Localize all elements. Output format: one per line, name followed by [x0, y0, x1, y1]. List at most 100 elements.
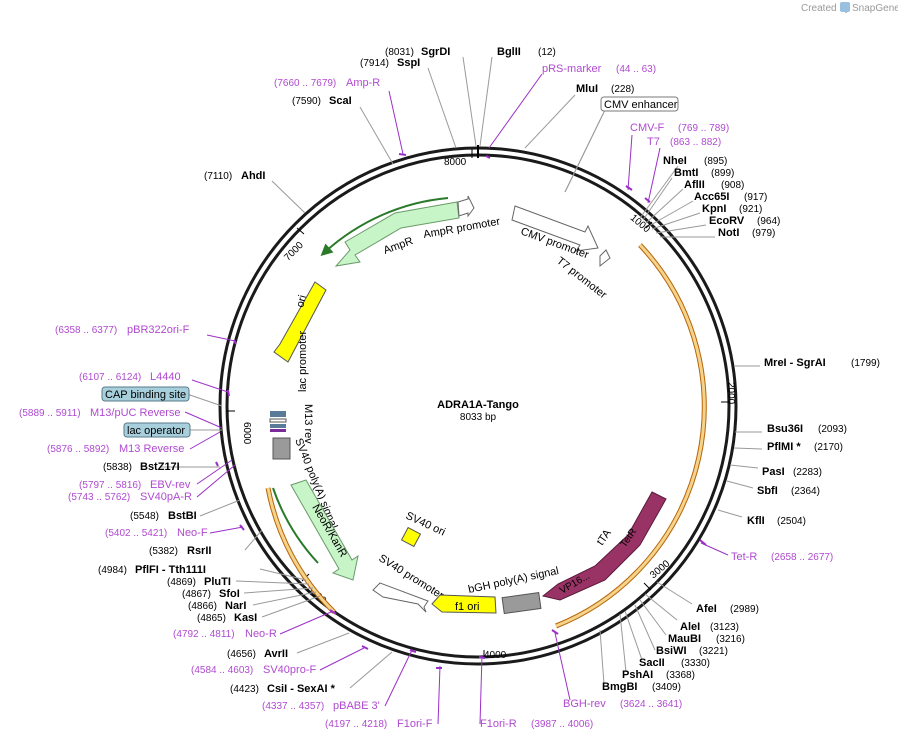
- primer-pos: (5876 .. 5892): [47, 444, 109, 455]
- sv40-polya-feature: [272, 437, 291, 460]
- primer-name: CMV-F: [630, 122, 665, 134]
- enzyme-name: AhdI: [241, 170, 265, 182]
- enzyme-name: MluI: [576, 83, 598, 95]
- ampr-label: AmpR: [382, 235, 415, 257]
- enzyme-pos: (917): [744, 192, 767, 203]
- enzyme-name: CsiI - SexAI *: [267, 683, 336, 695]
- enzyme-name: NarI: [225, 600, 246, 612]
- enzyme-pos: (895): [704, 156, 727, 167]
- enzyme-pos: (3409): [652, 682, 681, 693]
- tick-label: 2000: [725, 382, 736, 405]
- plasmid-name: ADRA1A-Tango: [437, 399, 519, 411]
- primer-pos: (5402 .. 5421): [105, 528, 167, 539]
- enzyme-pos: (979): [752, 228, 775, 239]
- enzyme-pos: (4865): [197, 613, 226, 624]
- enzyme-name: AleI: [680, 621, 700, 633]
- enzyme-name: NheI: [663, 155, 687, 167]
- cmv-enhancer-label: CMV enhancer: [604, 99, 678, 111]
- primer-name: pRS-marker: [542, 63, 602, 75]
- enzyme-pos: (8031): [385, 47, 414, 58]
- primer-name: F1ori-F: [397, 718, 433, 730]
- primer-pos: (863 .. 882): [670, 137, 721, 148]
- enzyme-name: BstZ17I: [140, 461, 180, 473]
- primer-pos: (5797 .. 5816): [79, 480, 141, 491]
- primer-pos: (4337 .. 4357): [262, 701, 324, 712]
- enzyme-name: BmgBI: [602, 681, 637, 693]
- enzyme-name: BmtI: [674, 167, 698, 179]
- enzyme-name: BglII: [497, 46, 521, 58]
- enzyme-name: SspI: [397, 57, 420, 69]
- enzyme-name: PflFI - Tth111I: [135, 564, 206, 576]
- primer-pos: (2658 .. 2677): [771, 552, 833, 563]
- enzyme-name: PluTI: [204, 576, 231, 588]
- primer-pos: (7660 .. 7679): [274, 78, 336, 89]
- neor-kanr-feature: [290, 479, 359, 581]
- enzyme-pos: (3216): [716, 634, 745, 645]
- enzyme-pos: (7914): [360, 58, 389, 69]
- enzyme-pos: (4866): [188, 601, 217, 612]
- enzyme-pos: (5382): [149, 546, 178, 557]
- enzyme-name: SfoI: [219, 588, 240, 600]
- primer-pos: (6358 .. 6377): [55, 325, 117, 336]
- enzyme-pos: (2283): [793, 467, 822, 478]
- enzyme-name: KasI: [234, 612, 257, 624]
- enzyme-pos: (908): [721, 180, 744, 191]
- plasmid-length: 8033 bp: [460, 412, 497, 423]
- m13-rev-label: M13 rev: [302, 404, 314, 444]
- primer-pos: (769 .. 789): [678, 123, 729, 134]
- enzyme-pos: (228): [611, 84, 634, 95]
- enzyme-name: Acc65I: [694, 191, 729, 203]
- ori-feature: [273, 281, 327, 363]
- enzyme-name: PflMI *: [767, 441, 801, 453]
- tta-label: tTA: [595, 527, 615, 548]
- primer-pos: (5889 .. 5911): [19, 408, 81, 419]
- enzyme-pos: (2364): [791, 486, 820, 497]
- enzyme-name: KpnI: [702, 203, 726, 215]
- enzyme-name: EcoRV: [709, 215, 745, 227]
- lac-operator-label: lac operator: [127, 425, 185, 437]
- lac-operator-box: [123, 422, 191, 438]
- enzyme-pos: (4867): [182, 589, 211, 600]
- sv40-promoter-feature: [372, 582, 429, 613]
- enzyme-pos: (4984): [98, 565, 127, 576]
- primer-name: pBABE 3': [333, 700, 380, 712]
- enzyme-name: PasI: [762, 466, 785, 478]
- enzyme-name: BstBI: [168, 510, 197, 522]
- enzyme-pos: (921): [739, 204, 762, 215]
- enzyme-name: KflI: [747, 515, 765, 527]
- enzyme-pos: (5548): [130, 511, 159, 522]
- primer-pos: (4792 .. 4811): [173, 629, 235, 640]
- enzyme-pos: (3368): [666, 670, 695, 681]
- enzyme-pos: (2504): [777, 516, 806, 527]
- enzyme-pos: (2989): [730, 604, 759, 615]
- bgh-polya-feature: [501, 592, 542, 615]
- tick-label: 8000: [444, 157, 467, 168]
- enzyme-pos: (7590): [292, 96, 321, 107]
- enzyme-name: SbfI: [757, 485, 778, 497]
- primer-name: Amp-R: [346, 77, 380, 89]
- primer-name: T7: [647, 136, 660, 148]
- sv40-ori-feature: [400, 526, 422, 548]
- tick-label: 4000: [484, 650, 507, 661]
- f1-ori-label: f1 ori: [455, 601, 479, 613]
- enzyme-name: RsrII: [187, 545, 211, 557]
- enzyme-name: PshAI: [622, 669, 653, 681]
- primer-name: SV40pro-F: [263, 664, 316, 676]
- orf-arc-right: [555, 243, 707, 629]
- primer-pos: (4197 .. 4218): [325, 719, 387, 730]
- enzyme-pos: (7110): [204, 171, 232, 182]
- enzyme-pos: (2170): [814, 442, 843, 453]
- enzyme-pos: (3330): [681, 658, 710, 669]
- enzyme-name: MreI - SgrAI: [764, 357, 826, 369]
- primer-name: L4440: [150, 371, 181, 383]
- enzyme-name: AfeI: [696, 603, 717, 615]
- tick-label: 1000: [628, 213, 652, 236]
- tta-feature: [541, 491, 667, 601]
- neo-direction-arc: [272, 487, 319, 564]
- enzyme-name: SgrDI: [421, 46, 450, 58]
- primer-name: Tet-R: [731, 551, 757, 563]
- watermark-brand: SnapGene: [852, 3, 898, 14]
- enzyme-pos: (4869): [167, 577, 196, 588]
- primer-name: M13 Reverse: [119, 443, 184, 455]
